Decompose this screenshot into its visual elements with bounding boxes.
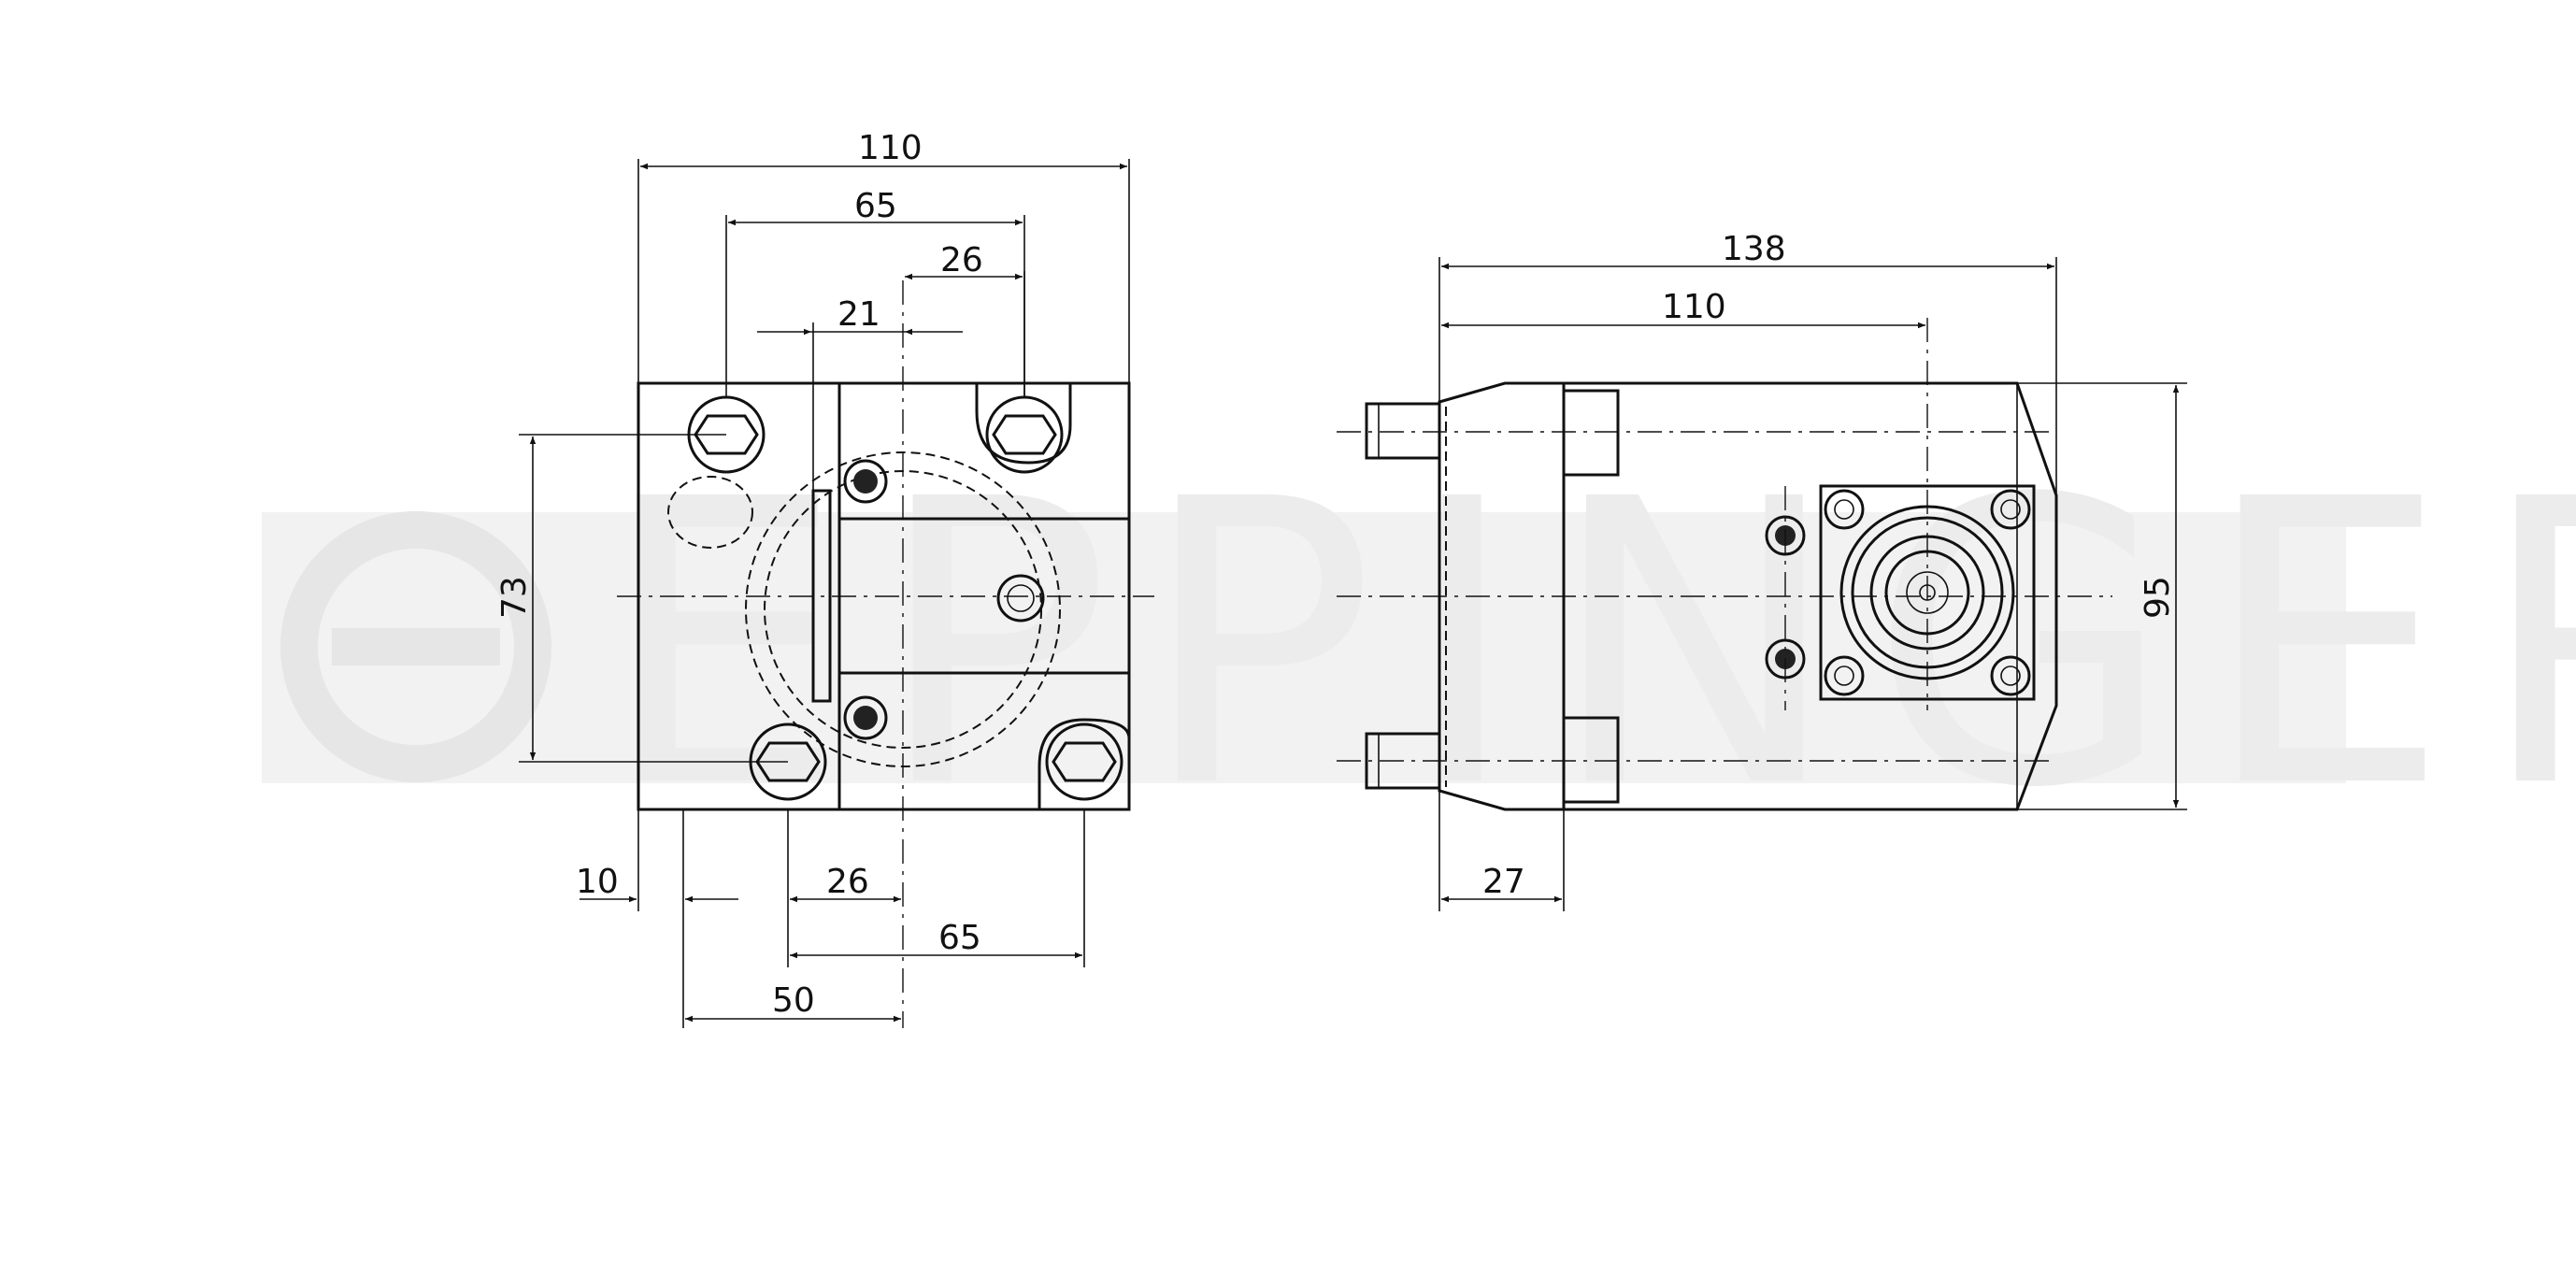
watermark-band	[262, 512, 2346, 783]
dim-label-95: 95	[2139, 576, 2177, 619]
flange-screw-tl-icon	[1824, 489, 1865, 530]
dim-label-10: 10	[576, 863, 619, 901]
dim-label-110-top: 110	[858, 129, 923, 167]
dim-bolt-spacing-vertical: 73	[495, 434, 788, 763]
dim-label-26-bottom: 26	[826, 863, 869, 901]
dim-label-110-side: 110	[1662, 288, 1726, 326]
screw-upper-icon	[843, 459, 888, 504]
dim-bolt-spacing-bottom: 65	[790, 809, 1085, 967]
dim-overall-length: 138	[1438, 230, 2057, 495]
dim-height: 95	[2017, 382, 2187, 810]
dim-body-length: 110	[1441, 288, 1925, 329]
dim-slot-offset: 21	[757, 295, 963, 491]
front-bottom-recess	[1038, 718, 1131, 809]
dim-bolt-spacing-top: 65	[725, 187, 1025, 397]
dim-label-65-top: 65	[854, 187, 897, 225]
flange-screw-tr-icon	[1990, 489, 2031, 530]
front-view: 110 65 26 21 73	[495, 129, 1154, 1028]
side-lug-bottom	[1562, 716, 1620, 804]
dim-overall-width: 110	[637, 129, 1130, 383]
dim-label-73: 73	[495, 576, 534, 619]
flange-screw-br-icon	[1990, 655, 2031, 696]
watermark: EPPINGER	[262, 417, 2576, 874]
bolt-bottom-right-icon	[1045, 723, 1123, 801]
dim-center-offset-bottom: 26	[787, 809, 901, 967]
dim-left-offset: 10	[576, 809, 738, 1028]
dim-label-138: 138	[1722, 230, 1786, 268]
dim-center-offset-top: 26	[905, 241, 1025, 397]
watermark-text: EPPINGER	[598, 417, 2576, 874]
hidden-ellipse	[667, 476, 753, 549]
dim-label-50: 50	[772, 981, 815, 1020]
flange-screw-bl-icon	[1824, 655, 1865, 696]
side-output-flange	[1819, 484, 2036, 701]
coolant-port-icon	[996, 574, 1045, 623]
dim-flange-thickness: 27	[1438, 791, 1565, 911]
side-pin-top	[1365, 402, 1441, 460]
side-lug-top	[1562, 389, 1620, 477]
dim-center-from-left: 50	[685, 981, 901, 1023]
front-top-recess	[975, 383, 1072, 465]
dim-label-27: 27	[1482, 863, 1525, 901]
screw-lower-icon	[843, 695, 888, 740]
dim-label-65-bottom: 65	[938, 919, 981, 957]
side-view: 138 110 95 27	[1337, 230, 2187, 911]
dim-label-21: 21	[837, 295, 880, 334]
dim-label-26-top: 26	[940, 241, 983, 279]
